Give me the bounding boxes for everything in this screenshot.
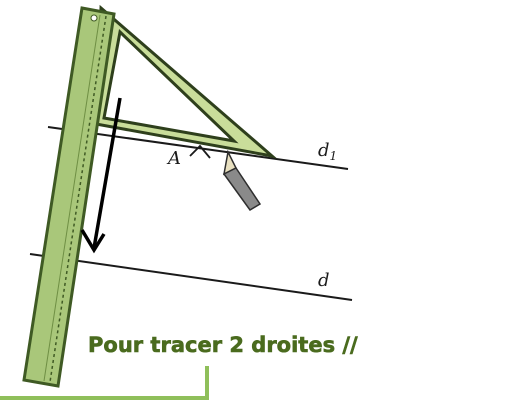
label-line-d1-subscript: 1 xyxy=(330,149,338,163)
accent-border xyxy=(0,366,209,400)
ruler xyxy=(22,6,116,388)
label-line-d1: d1 xyxy=(318,140,337,163)
label-line-d: d xyxy=(318,270,330,291)
set-square xyxy=(94,4,278,159)
caption: Pour tracer 2 droites // xyxy=(88,333,358,357)
label-point-a: A xyxy=(166,148,181,169)
line-d xyxy=(29,253,353,301)
down-arrow-icon xyxy=(80,97,122,254)
pencil-icon xyxy=(222,149,262,211)
angle-mark xyxy=(189,144,211,159)
label-line-d1-main: d xyxy=(318,140,330,161)
